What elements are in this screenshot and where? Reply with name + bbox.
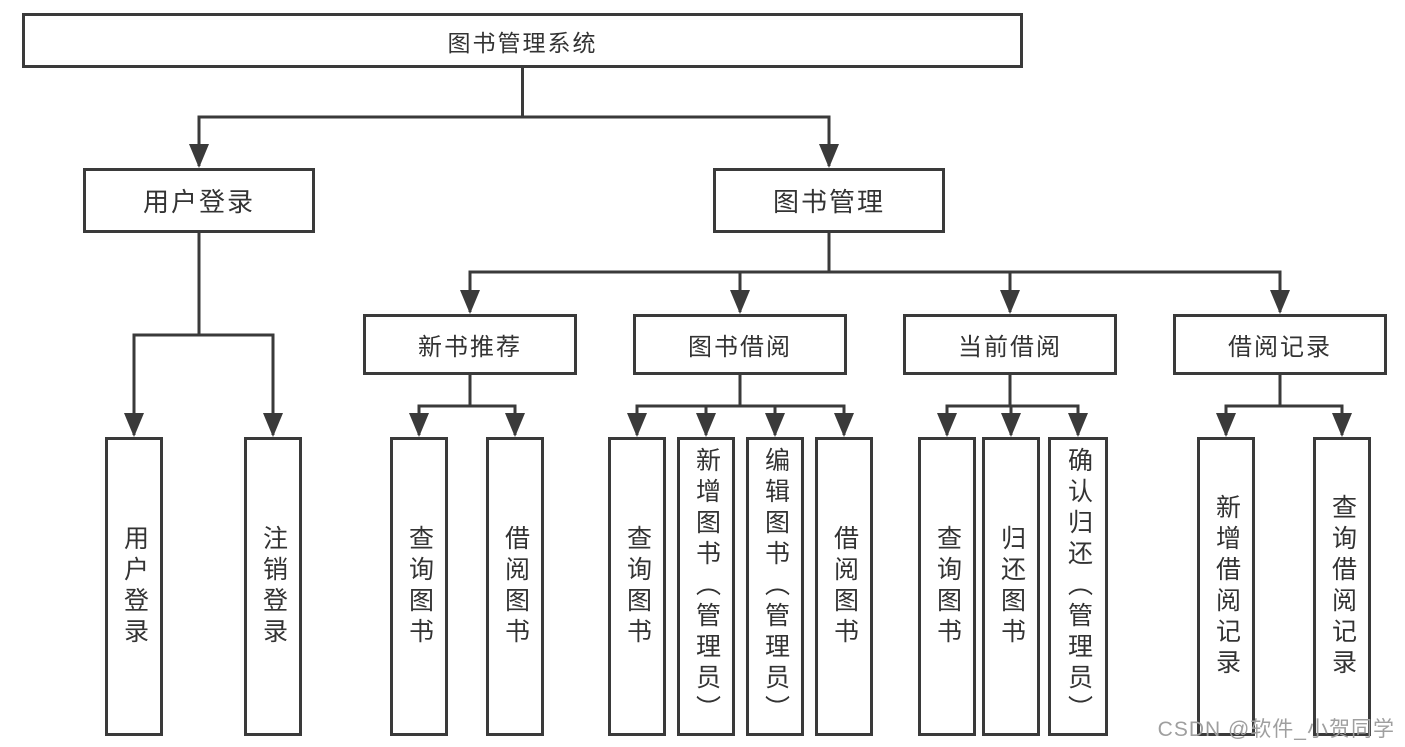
node-label: 查询借阅记录 xyxy=(1328,493,1357,680)
node-label: 归还图书 xyxy=(997,524,1026,649)
node-current-borrowing: 当前借阅 xyxy=(903,314,1117,375)
csdn-watermark: CSDN @软件_小贺同学 xyxy=(1157,718,1395,741)
node-label: 新书推荐 xyxy=(418,334,522,361)
connector-trunks xyxy=(132,68,1344,408)
node-label: 图书管理系统 xyxy=(447,29,598,56)
leaf-query-borrow-record: 查询借阅记录 xyxy=(1313,437,1371,736)
node-label: 图书管理 xyxy=(772,187,885,217)
leaf-return-books: 归还图书 xyxy=(982,437,1040,736)
node-label: 图书借阅 xyxy=(688,334,792,361)
node-root-system: 图书管理系统 xyxy=(22,13,1023,68)
node-borrowing-records: 借阅记录 xyxy=(1173,314,1387,375)
node-label: 用户登录 xyxy=(142,187,255,217)
node-label: 借阅图书 xyxy=(501,524,530,649)
node-label: 当前借阅 xyxy=(958,334,1062,361)
node-label: 编辑图书（管理员） xyxy=(761,447,790,726)
node-book-management-branch: 图书管理 xyxy=(713,168,945,233)
leaf-borrow-books: 借阅图书 xyxy=(815,437,873,736)
leaf-add-books-admin: 新增图书（管理员） xyxy=(677,437,735,736)
leaf-user-login: 用户登录 xyxy=(105,437,163,736)
node-book-borrowing: 图书借阅 xyxy=(633,314,847,375)
node-label: 新增图书（管理员） xyxy=(692,447,721,726)
node-label: 确认归还（管理员） xyxy=(1064,447,1093,726)
node-label: 注销登录 xyxy=(259,524,288,649)
node-label: 查询图书 xyxy=(623,524,652,649)
connector-arrows xyxy=(124,117,1352,437)
leaf-borrowing-query-books: 查询图书 xyxy=(608,437,666,736)
node-new-book-recommend: 新书推荐 xyxy=(363,314,577,375)
leaf-recommend-borrow-books: 借阅图书 xyxy=(486,437,544,736)
leaf-confirm-return-admin: 确认归还（管理员） xyxy=(1048,437,1108,736)
node-label: 用户登录 xyxy=(120,524,149,649)
leaf-recommend-query-books: 查询图书 xyxy=(390,437,448,736)
node-label: 借阅图书 xyxy=(830,524,859,649)
leaf-logout: 注销登录 xyxy=(244,437,302,736)
node-user-login-branch: 用户登录 xyxy=(83,168,315,233)
node-label: 借阅记录 xyxy=(1228,334,1332,361)
node-label: 查询图书 xyxy=(405,524,434,649)
node-label: 新增借阅记录 xyxy=(1212,493,1241,680)
node-label: 查询图书 xyxy=(933,524,962,649)
leaf-add-borrow-record: 新增借阅记录 xyxy=(1197,437,1255,736)
leaf-edit-books-admin: 编辑图书（管理员） xyxy=(746,437,804,736)
leaf-current-query-books: 查询图书 xyxy=(918,437,976,736)
